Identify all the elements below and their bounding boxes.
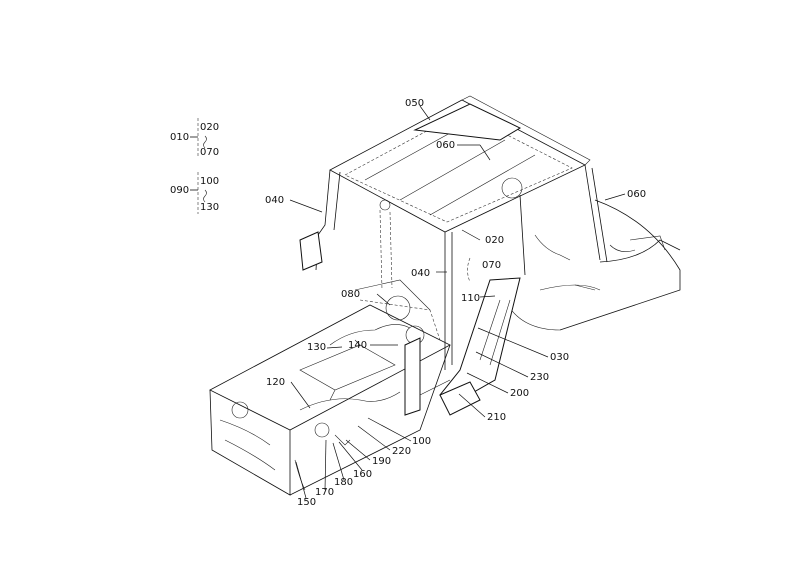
callout-150: 150 (297, 497, 316, 508)
cab-pillars (299, 164, 608, 370)
callout-080: 080 (341, 289, 360, 300)
callout-040-center: 040 (411, 268, 430, 279)
callout-040-left: 040 (265, 195, 284, 206)
legend-100: 100 (200, 176, 219, 187)
callout-020: 020 (485, 235, 504, 246)
legend-010: 010 (170, 132, 189, 143)
hood-and-dash (209, 279, 451, 496)
callout-200: 200 (510, 388, 529, 399)
callout-180: 180 (334, 477, 353, 488)
callout-210: 210 (487, 412, 506, 423)
callout-170: 170 (315, 487, 334, 498)
callout-230: 230 (530, 372, 549, 383)
callout-130: 130 (307, 342, 326, 353)
callout-140: 140 (348, 340, 367, 351)
callout-030: 030 (550, 352, 569, 363)
callout-190: 190 (372, 456, 391, 467)
callout-070: 070 (482, 260, 501, 271)
harness-wires (294, 234, 636, 491)
callout-120: 120 (266, 377, 285, 388)
callout-060-rear: 060 (627, 189, 646, 200)
callouts: 050 060 060 040 020 040 070 110 080 130 … (265, 98, 646, 508)
legend-070: 070 (200, 147, 219, 158)
callout-060-roof: 060 (436, 140, 455, 151)
legend: 010 020 070 090 100 130 (170, 118, 219, 214)
legend-090: 090 (170, 185, 189, 196)
rear-fender (504, 199, 681, 331)
leader-lines (289, 105, 626, 499)
callout-220: 220 (392, 446, 411, 457)
callout-050: 050 (405, 98, 424, 109)
callout-110: 110 (461, 293, 480, 304)
callout-100: 100 (412, 436, 431, 447)
callout-160: 160 (353, 469, 372, 480)
legend-130: 130 (200, 202, 219, 213)
cab-roof (329, 95, 591, 233)
legend-020: 020 (200, 122, 219, 133)
floor-console (404, 277, 521, 416)
